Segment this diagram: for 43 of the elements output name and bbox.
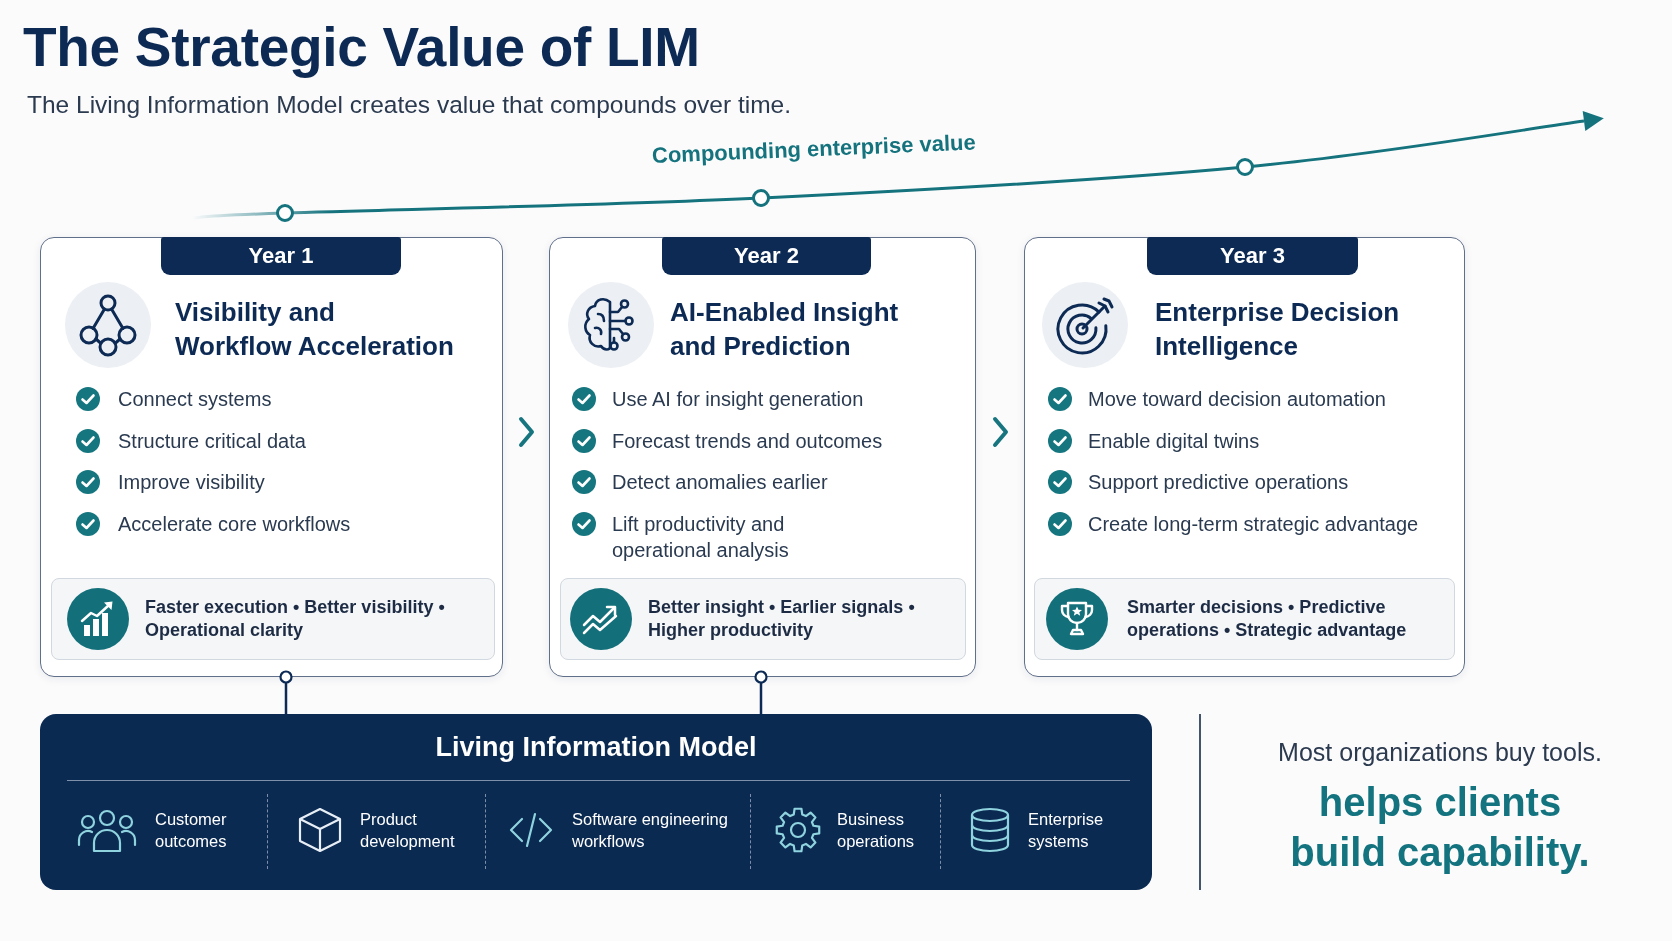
outcome-panel [51, 578, 495, 660]
title: The Strategic Value of LIM [23, 16, 700, 78]
outcome-text: Faster execution • Better visibility • Operational clarity [145, 596, 446, 642]
checklist-item: Move toward decision automation [1088, 387, 1386, 412]
stage-card [40, 237, 503, 677]
checklist-item: Connect systems [118, 387, 272, 412]
stage-card [1024, 237, 1465, 677]
trend-label: Compounding enterprise value [651, 129, 977, 169]
outcome-text: Better insight • Earlier signals • Higher productivity [648, 596, 916, 642]
checklist-item: Forecast trends and outcomes [612, 428, 883, 454]
year-tab: Year 2 [662, 236, 871, 275]
domain-label: Software engineering workflows [572, 809, 729, 852]
domain-label: Business operations [837, 809, 916, 852]
year-tab: Year 1 [161, 236, 401, 275]
domain-label: Customer outcomes [155, 809, 228, 852]
connector-line [754, 670, 768, 716]
tagline: helps clients build capability. [1290, 779, 1590, 876]
card-heading: Enterprise Decision Intelligence [1155, 296, 1401, 363]
checklist-item: Create long-term strategic advantage [1088, 511, 1419, 537]
domain-label: Product development [360, 809, 456, 852]
model-band [40, 714, 1152, 890]
card-heading: AI-Enabled Insight and Prediction [670, 296, 900, 363]
chevron-arrow [519, 417, 534, 447]
checklist-item: Structure critical data [118, 428, 306, 454]
checklist-item: Lift productivity and operational analysis [612, 511, 790, 563]
connector-line [279, 670, 293, 716]
statement-text: Most organizations buy tools. [1278, 737, 1602, 767]
outcome-text: Smarter decisions • Predictive operations • Strategic advantage [1127, 596, 1408, 642]
chevron-arrow [993, 417, 1008, 447]
checklist-item: Detect anomalies earlier [612, 470, 828, 495]
checklist-item: Enable digital twins [1088, 428, 1260, 454]
outcome-panel [1034, 578, 1455, 660]
subtitle: The Living Information Model creates value that compounds over time. [27, 90, 791, 120]
domain-label: Enterprise systems [1028, 809, 1105, 852]
checklist-item: Improve visibility [118, 470, 265, 495]
stage-card [549, 237, 976, 677]
card-heading: Visibility and Workflow Acceleration [175, 296, 455, 363]
checklist-item: Use AI for insight generation [612, 387, 864, 412]
band-title: Living Information Model [435, 731, 757, 764]
outcome-panel [560, 578, 966, 660]
checklist-item: Accelerate core workflows [118, 511, 351, 537]
checklist-item: Support predictive operations [1088, 470, 1349, 495]
year-tab: Year 3 [1147, 236, 1358, 275]
